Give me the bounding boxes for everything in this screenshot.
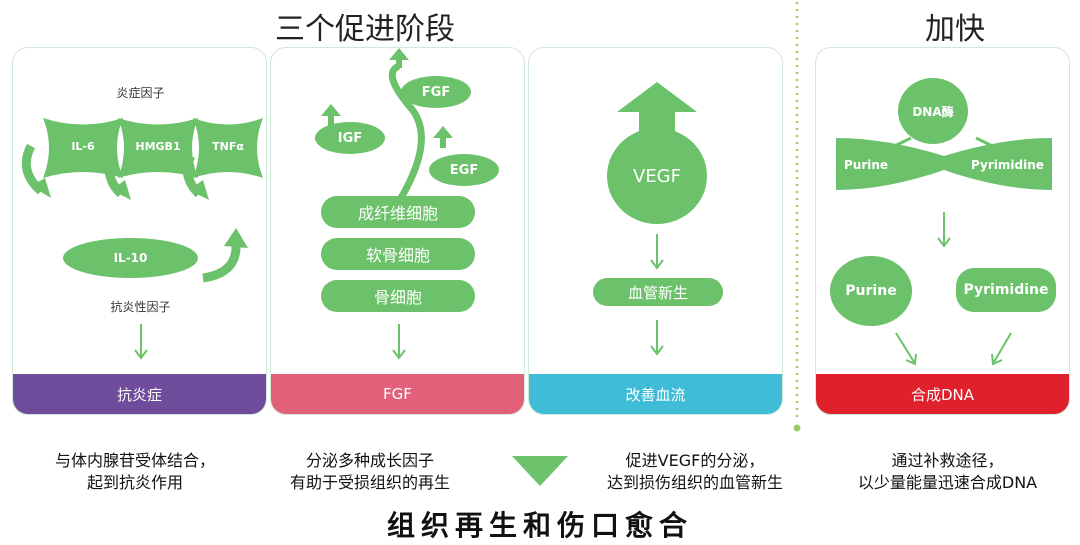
down-arrow <box>650 234 664 270</box>
cell-chondrocyte: 软骨细胞 <box>321 238 475 270</box>
dna-bridge-shape <box>836 136 1052 190</box>
caption-4-line-1: 通过补救途径， <box>891 451 1004 470</box>
caption-4-line-2: 以少量能量迅速合成DNA <box>857 473 1038 492</box>
caption-1: 与体内腺苷受体结合， 起到抗炎作用 <box>0 450 270 494</box>
footer-fgf: FGF <box>271 374 524 414</box>
down-arrow <box>134 324 148 360</box>
caption-4: 通过补救途径， 以少量能量迅速合成DNA <box>820 450 1075 494</box>
bottom-title: 组织再生和伤口愈合 <box>386 509 693 542</box>
growth-stem <box>321 48 453 200</box>
panel-fgf: FGF IGF EGF 成纤维细胞 软骨细胞 骨细胞 FGF <box>270 47 525 415</box>
down-arrow <box>650 320 664 356</box>
caption-2-line-1: 分泌多种成长因子 <box>305 451 434 470</box>
bridge-purine: Purine <box>844 158 889 172</box>
inflammatory-star-shapes <box>21 118 263 200</box>
down-arrow <box>937 212 951 248</box>
il10-curved-arrow <box>202 228 248 283</box>
panel-dna: DNA酶 Purine Pyrimidine Purine Pyrimidine… <box>815 47 1070 415</box>
caption-3: 促进VEGF的分泌， 达到损伤组织的血管新生 <box>575 450 815 494</box>
anti-inflammatory-factor-label: 抗炎性因子 <box>110 300 171 314</box>
dna-enzyme-circle: DNA酶 <box>898 78 968 144</box>
converge-arrows <box>895 332 1012 366</box>
factor-hmgb1: HMGB1 <box>135 140 181 153</box>
cell-osteocyte: 骨细胞 <box>321 280 475 312</box>
bridge-pyrimidine: Pyrimidine <box>971 158 1044 172</box>
factor-il6: IL-6 <box>71 140 95 153</box>
caption-1-line-1: 与体内腺苷受体结合， <box>54 451 215 470</box>
angiogenesis-pill: 血管新生 <box>593 278 723 306</box>
cell-fibroblast: 成纤维细胞 <box>321 196 475 228</box>
dotted-divider <box>793 2 801 432</box>
footer-anti-inflammation: 抗炎症 <box>13 374 266 414</box>
center-down-triangle <box>512 456 568 486</box>
gf-egf: EGF <box>429 154 499 186</box>
pyrimidine-pill: Pyrimidine <box>956 268 1056 312</box>
footer-dna: 合成DNA <box>816 374 1069 414</box>
inflammatory-factor-label: 炎症因子 <box>116 86 165 100</box>
caption-2: 分泌多种成长因子 有助于受损组织的再生 <box>255 450 485 494</box>
caption-1-line-2: 起到抗炎作用 <box>86 473 183 492</box>
panel-anti-inflammation: 炎症因子 IL-6 HMGB1 TNFα IL-10 抗炎性因子 抗炎症 <box>12 47 267 415</box>
caption-2-line-2: 有助于受损组织的再生 <box>289 473 450 492</box>
gf-fgf: FGF <box>401 76 471 108</box>
vegf-up-arrow <box>617 82 697 132</box>
caption-3-line-1: 促进VEGF的分泌， <box>625 451 765 470</box>
il10-oval: IL-10 <box>63 238 198 278</box>
panel-blood-flow: VEGF 血管新生 改善血流 <box>528 47 783 415</box>
purine-circle: Purine <box>830 256 912 326</box>
factor-tnfa: TNFα <box>212 140 244 153</box>
caption-3-line-2: 达到损伤组织的血管新生 <box>606 473 783 492</box>
vegf-circle: VEGF <box>607 128 707 224</box>
gf-igf: IGF <box>315 122 385 154</box>
accelerate-title: 加快 <box>925 12 985 47</box>
down-arrow <box>392 324 406 360</box>
stages-title: 三个促进阶段 <box>275 12 455 47</box>
footer-blood-flow: 改善血流 <box>529 374 782 414</box>
